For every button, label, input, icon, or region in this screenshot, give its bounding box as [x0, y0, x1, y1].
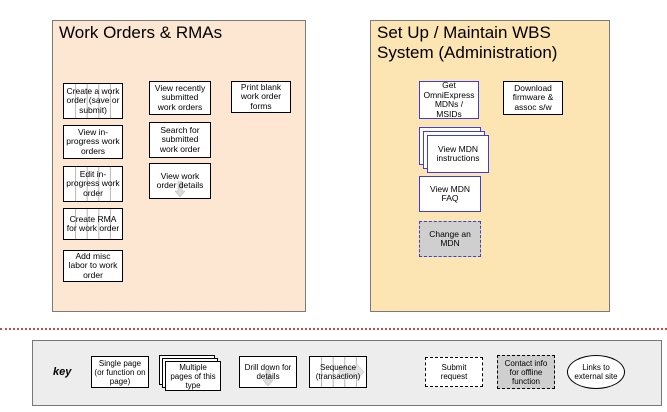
create-work-order-label: Create a work order (save or submit)	[66, 85, 120, 115]
download-firmware-label: Download firmware & assoc s/w	[512, 82, 554, 112]
legend-contact-offline-label: Contact info for offline function	[504, 358, 548, 386]
search-submitted-node[interactable]: Search for submitted work order	[149, 122, 211, 158]
change-mdn-label: Change an MDN	[429, 228, 471, 248]
search-submitted-label: Search for submitted work order	[159, 124, 201, 154]
legend-submit-request: Submit request	[425, 357, 483, 387]
view-work-order-details-node[interactable]: View work order details	[149, 163, 211, 199]
legend-multiple-pages: Multiple pages of this type	[165, 361, 221, 391]
legend-multiple-pages-label: Multiple pages of this type	[170, 362, 216, 390]
section-divider	[0, 328, 667, 330]
administration-panel-title: Set Up / Maintain WBS System (Administra…	[377, 23, 558, 62]
legend-single-page-label: Single page (or function on page)	[94, 358, 146, 386]
view-mdn-faq-label: View MDN FAQ	[430, 183, 470, 203]
print-blank-forms-node[interactable]: Print blank work order forms	[231, 81, 291, 113]
create-work-order-node[interactable]: Create a work order (save or submit)	[63, 83, 123, 119]
add-misc-labor-node[interactable]: Add misc labor to work order	[63, 250, 123, 282]
legend-sequence-label: Sequence (transaction)	[315, 363, 361, 381]
view-mdn-instructions-label: View MDN instructions	[436, 143, 480, 163]
view-mdn-instructions-node[interactable]: View MDN instructions	[427, 135, 489, 173]
legend-submit-request-label: Submit request	[440, 363, 468, 381]
download-firmware-node[interactable]: Download firmware & assoc s/w	[503, 81, 563, 115]
legend-box: key Single page (or function on page) Mu…	[32, 340, 662, 406]
create-rma-node[interactable]: Create RMA for work order	[63, 208, 123, 240]
legend-drill-down-arrow-icon	[263, 370, 273, 386]
get-mdns-label: Get OmniExpress MDNs / MSIDs	[423, 80, 475, 119]
add-misc-labor-label: Add misc labor to work order	[68, 250, 118, 280]
legend-contact-offline: Contact info for offline function	[497, 355, 555, 389]
view-recent-submitted-label: View recently submitted work orders	[154, 82, 206, 112]
legend-external-links: Links to external site	[567, 355, 625, 389]
edit-in-progress-node[interactable]: Edit in-progress work order	[63, 166, 123, 202]
view-in-progress-label: View in-progress work orders	[66, 126, 120, 156]
legend-title: key	[53, 366, 72, 378]
view-in-progress-node[interactable]: View in-progress work orders	[63, 125, 123, 159]
legend-drill-down-label: Drill down for details	[244, 363, 292, 381]
edit-in-progress-label: Edit in-progress work order	[66, 168, 120, 198]
create-rma-label: Create RMA for work order	[66, 213, 120, 233]
view-mdn-faq-node[interactable]: View MDN FAQ	[419, 176, 481, 212]
get-mdns-node[interactable]: Get OmniExpress MDNs / MSIDs	[419, 80, 479, 119]
legend-external-links-label: Links to external site	[574, 363, 618, 381]
change-mdn-node[interactable]: Change an MDN	[419, 221, 481, 257]
drill-down-arrow-icon	[175, 181, 185, 197]
administration-panel: Set Up / Maintain WBS System (Administra…	[370, 20, 610, 312]
legend-drill-down: Drill down for details	[239, 356, 297, 388]
work-orders-panel: Work Orders & RMAs Create a work order (…	[52, 20, 306, 312]
view-recent-submitted-node[interactable]: View recently submitted work orders	[149, 81, 211, 115]
legend-single-page: Single page (or function on page)	[91, 356, 149, 388]
legend-sequence: Sequence (transaction)	[309, 356, 367, 388]
view-work-order-details-label: View work order details	[156, 170, 204, 190]
work-orders-panel-title: Work Orders & RMAs	[59, 23, 223, 42]
print-blank-forms-label: Print blank work order forms	[240, 81, 282, 111]
